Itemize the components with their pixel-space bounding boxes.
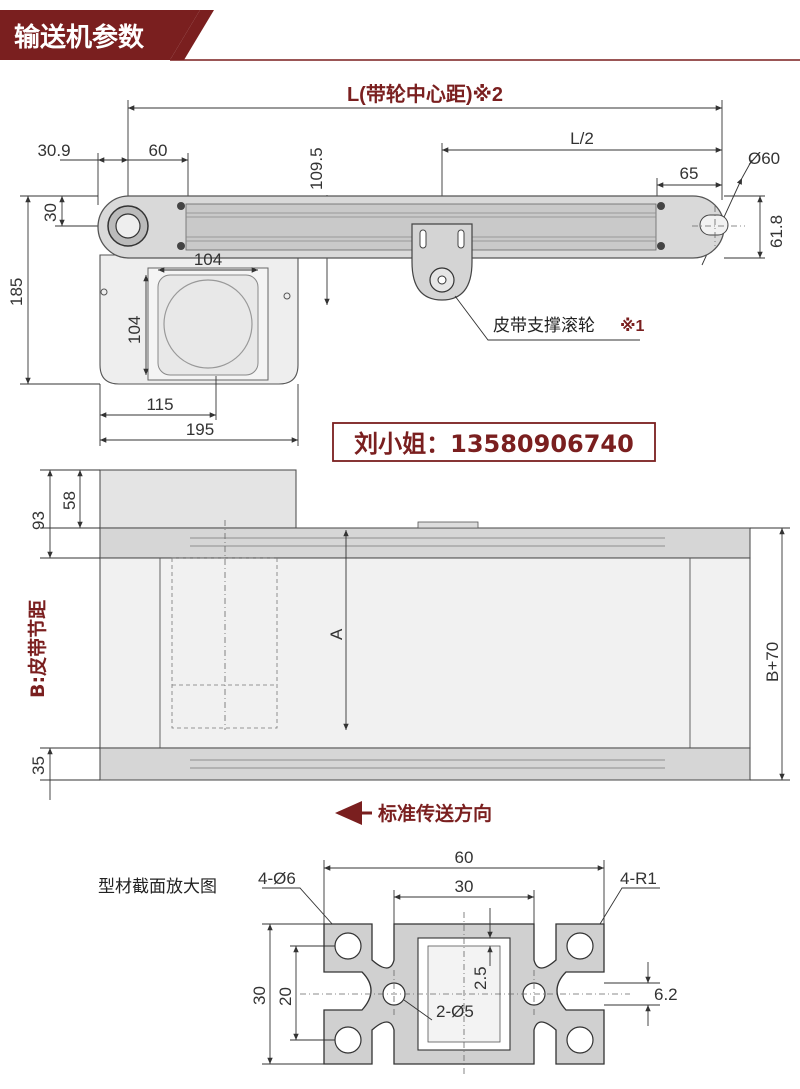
support-roller-label: 皮带支撑滚轮 xyxy=(493,316,595,336)
motor-block xyxy=(99,469,297,529)
dim-93: 93 xyxy=(29,511,48,530)
profile-dim-30-left: 30 xyxy=(250,986,269,1005)
profile-title: 型材截面放大图 xyxy=(98,877,217,897)
profile-dim-2-5: 2.5 xyxy=(471,966,490,990)
profile-dim-2phi5: 2-Ø5 xyxy=(436,1002,474,1021)
profile-dim-4R1: 4-R1 xyxy=(620,869,657,888)
profile-dim-4phi6: 4-Ø6 xyxy=(258,869,296,888)
dim-60: 60 xyxy=(149,141,168,160)
support-roller-note: ※1 xyxy=(620,317,645,335)
support-roller-bracket xyxy=(411,223,473,301)
dim-phi60: Ø60 xyxy=(748,149,780,168)
belt-surface xyxy=(99,557,751,749)
profile-dim-20: 20 xyxy=(276,987,295,1006)
contact-box: 刘小姐：13580906740 xyxy=(332,422,656,462)
dim-185: 185 xyxy=(7,278,26,306)
belt-pitch-label: B:皮带节距 xyxy=(26,600,49,698)
side-view: 58 93 35 B:皮带节距 A B+70 标准传送方向 xyxy=(26,469,790,825)
length-label: L(带轮中心距)※2 xyxy=(347,82,503,106)
dim-35: 35 xyxy=(29,756,48,775)
profile-dim-60: 60 xyxy=(455,848,474,867)
profile-dim-30-top: 30 xyxy=(455,877,474,896)
dim-58: 58 xyxy=(60,491,79,510)
header-banner: 输送机参数 xyxy=(0,10,800,61)
dim-109-5: 109.5 xyxy=(307,147,326,190)
side-rail-bottom xyxy=(99,747,751,781)
dim-61-8: 61.8 xyxy=(767,215,786,248)
idler-slot xyxy=(699,214,729,236)
top-view: L(带轮中心距)※2 L/2 30.9 60 109.5 65 Ø60 61.8 xyxy=(7,82,786,446)
profile-section: 型材截面放大图 60 30 4-Ø6 4-R1 xyxy=(98,848,678,1075)
dim-115: 115 xyxy=(146,395,173,414)
dim-30-9: 30.9 xyxy=(37,141,70,160)
dim-B-plus-70: B+70 xyxy=(763,642,782,682)
dim-65: 65 xyxy=(680,164,699,183)
half-length-label: L/2 xyxy=(570,129,594,148)
dim-A: A xyxy=(327,628,346,640)
dim-104-vertical: 104 xyxy=(125,316,144,344)
direction-label: 标准传送方向 xyxy=(378,802,492,825)
dim-30: 30 xyxy=(41,203,60,222)
dim-195: 195 xyxy=(186,420,214,439)
dim-104-horizontal: 104 xyxy=(194,250,222,269)
contact-text: 刘小姐：13580906740 xyxy=(354,430,634,458)
page-title: 输送机参数 xyxy=(14,22,145,53)
profile-dim-6-2: 6.2 xyxy=(654,985,678,1004)
side-rail-top xyxy=(99,527,751,559)
